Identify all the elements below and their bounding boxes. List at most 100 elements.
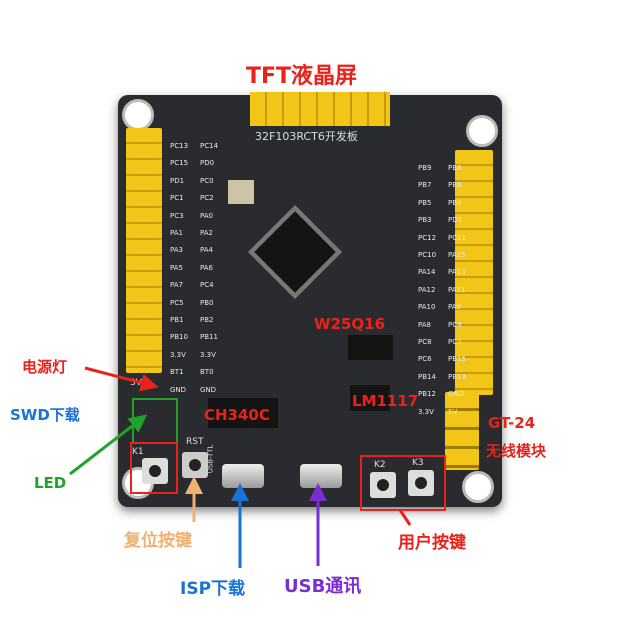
- dev-board: [118, 95, 502, 507]
- pin-label: PC11: [448, 233, 467, 242]
- pin-label: PD2: [448, 216, 463, 225]
- ch340c-chip: [208, 398, 278, 428]
- pin-label: PB6: [448, 181, 462, 190]
- arrow-user-keys: [398, 509, 412, 526]
- k1-label: K1: [132, 447, 144, 457]
- rst-label: RST: [186, 437, 204, 447]
- pin-label: PB13: [448, 372, 466, 381]
- pin-label: PA1: [170, 229, 184, 238]
- pin-label: PA14: [418, 268, 436, 277]
- k3-label: K3: [412, 458, 424, 468]
- wireless-module-label: 无线模块: [486, 442, 547, 460]
- pin-label-row: BT1 BT0: [170, 364, 230, 381]
- pin-label-row: PB10 PB11: [170, 329, 230, 346]
- pin-label: PA6: [200, 263, 214, 272]
- pin-label: PB10: [170, 333, 188, 342]
- pin-label-row: PB1 PB2: [170, 312, 230, 329]
- ch340c-label: CH340C: [204, 406, 270, 424]
- pin-label-row: PC15 PD0: [170, 155, 230, 172]
- pin-label-row: PC12 PC11: [418, 230, 478, 247]
- pin-label: PC15: [170, 159, 189, 168]
- pin-label-row: GND GND: [170, 382, 230, 399]
- pin-label-row: PB7 PB6: [418, 177, 478, 194]
- arrow-power-led: [84, 366, 159, 392]
- pin-label-row: PA10 PA9: [418, 299, 478, 316]
- pin-label: GND: [448, 390, 465, 399]
- pin-label-row: PA3 PA4: [170, 242, 230, 259]
- pin-label: 3.3V: [170, 350, 186, 359]
- pin-label: PC10: [418, 251, 437, 260]
- pin-label: PC0: [200, 176, 214, 185]
- tft-header: [250, 92, 390, 126]
- pin-label: PA7: [170, 281, 184, 290]
- crystal: [228, 180, 254, 204]
- lm1117-label: LM1117: [352, 392, 419, 410]
- power-led-label: 电源灯: [22, 358, 68, 376]
- pin-label-row: 3.3V 5V: [418, 404, 478, 421]
- pin-label: PC7: [448, 338, 462, 347]
- pin-label: GND: [170, 385, 187, 394]
- pin-label: PB4: [448, 198, 462, 207]
- tft-label: TFT液晶屏: [246, 64, 358, 89]
- w25q16-label: W25Q16: [314, 315, 386, 333]
- pin-label: PC12: [418, 233, 437, 242]
- board-title: 32F103RCT6开发板: [255, 130, 358, 143]
- pin-label-row: PA12 PA11: [418, 282, 478, 299]
- pin-label: PD1: [170, 176, 185, 185]
- pin-label: PA11: [448, 285, 466, 294]
- gt24-label: GT-24: [488, 414, 536, 432]
- pin-label-row: PB14 PB13: [418, 369, 478, 386]
- pin-label: PB1: [170, 316, 184, 325]
- led-label: LED: [34, 474, 67, 492]
- pin-label: PB2: [200, 316, 214, 325]
- pin-label: BT1: [170, 368, 184, 377]
- pin-label: 5V: [448, 407, 458, 416]
- left-pin-header: [126, 128, 162, 373]
- pin-label: 3.3V: [200, 350, 216, 359]
- gt24-header: [445, 392, 479, 470]
- pin-label: PB0: [200, 298, 214, 307]
- reset-button[interactable]: [182, 452, 208, 478]
- pin-label: PB15: [448, 355, 466, 364]
- swd-label: SWD下载: [10, 406, 80, 424]
- k3-button[interactable]: [408, 470, 434, 496]
- pin-label: PC14: [200, 142, 219, 150]
- user-keys-highlight: [360, 455, 446, 511]
- pin-label: 3.3V: [418, 407, 434, 416]
- pin-label: PA3: [170, 246, 184, 255]
- pin-label: PA15: [448, 251, 466, 260]
- pin-label: PC2: [200, 194, 214, 203]
- pin-label: PB8: [448, 164, 462, 172]
- pin-label: PA0: [200, 211, 214, 220]
- pin-label: PC1: [170, 194, 184, 203]
- pin-label: PC13: [170, 142, 189, 150]
- pin-label: PB11: [200, 333, 218, 342]
- pin-label: PD0: [200, 159, 215, 168]
- pin-label-row: PC1 PC2: [170, 190, 230, 207]
- pin-label: GND: [200, 385, 217, 394]
- k2-label: K2: [374, 460, 386, 470]
- pin-label: PB3: [418, 216, 432, 225]
- pin-label: PA12: [418, 285, 436, 294]
- pin-label: PA4: [200, 246, 214, 255]
- pin-label: PB7: [418, 181, 432, 190]
- pin-label: BT0: [200, 368, 214, 377]
- reset-label: 复位按键: [124, 531, 192, 551]
- pin-label: PA9: [448, 303, 462, 312]
- k2-button[interactable]: [370, 472, 396, 498]
- pin-label: PB14: [418, 372, 436, 381]
- pin-label: PA10: [418, 303, 436, 312]
- pin-label-row: PD1 PC0: [170, 173, 230, 190]
- k1-button[interactable]: [142, 458, 168, 484]
